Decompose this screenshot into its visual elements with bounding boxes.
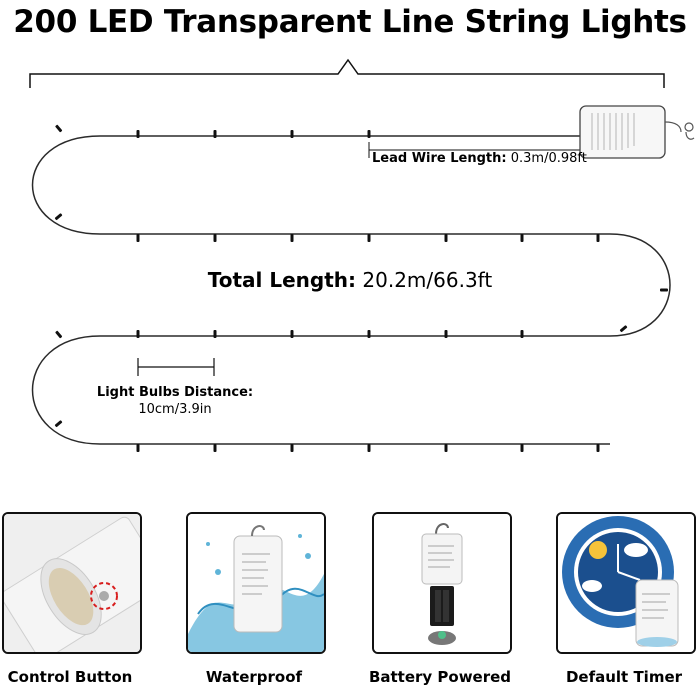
caption-default-timer: Default Timer <box>565 668 683 686</box>
led-bulb <box>213 234 217 242</box>
waterproof-panel <box>186 512 326 654</box>
string-wire <box>31 135 671 445</box>
battery-box-icon <box>579 105 695 159</box>
led-bulb <box>136 130 140 138</box>
led-bulb <box>619 325 628 333</box>
led-bulb <box>290 130 294 138</box>
led-bulb <box>367 330 371 338</box>
caption-control-button: Control Button <box>7 668 133 686</box>
led-bulb <box>444 330 448 338</box>
battery-powered-panel <box>372 512 512 654</box>
waterproof-image <box>188 514 324 652</box>
led-bulb <box>596 444 600 452</box>
led-bulb <box>136 234 140 242</box>
caption-waterproof: Waterproof <box>205 668 303 686</box>
led-bulb <box>54 213 63 221</box>
led-bulb <box>213 130 217 138</box>
default-timer-panel <box>556 512 696 654</box>
length-bracket <box>29 58 665 88</box>
led-bulb <box>520 444 524 452</box>
battery-powered-image <box>374 514 510 652</box>
led-bulb <box>290 330 294 338</box>
led-bulb <box>444 234 448 242</box>
led-bulb <box>213 330 217 338</box>
led-bulb <box>136 444 140 452</box>
led-bulb <box>660 288 668 292</box>
led-bulb <box>367 444 371 452</box>
bulb-distance-label: Light Bulbs Distance: 10cm/3.9in <box>96 385 254 417</box>
led-bulb <box>54 420 63 428</box>
caption-battery-powered: Battery Powered <box>368 668 512 686</box>
led-bulbs <box>54 124 668 452</box>
total-length-label: Total Length: 20.2m/66.3ft <box>207 268 493 292</box>
control-button-image <box>4 514 140 652</box>
string-light-diagram <box>29 58 695 452</box>
product-title: 200 LED Transparent Line String Lights <box>13 4 687 40</box>
control-button-panel <box>2 512 142 654</box>
button-ring-icon <box>90 582 118 610</box>
led-bulb <box>367 130 371 138</box>
led-bulb <box>367 234 371 242</box>
led-bulb <box>444 444 448 452</box>
led-bulb <box>136 330 140 338</box>
led-bulb <box>290 444 294 452</box>
led-bulb <box>55 330 63 339</box>
lead-wire-label: Lead Wire Length: 0.3m/0.98ft <box>372 151 587 166</box>
led-bulb <box>596 234 600 242</box>
led-bulb <box>290 234 294 242</box>
led-bulb <box>520 234 524 242</box>
led-bulb <box>213 444 217 452</box>
led-bulb <box>55 124 63 133</box>
led-bulb <box>520 330 524 338</box>
default-timer-image <box>558 514 694 652</box>
